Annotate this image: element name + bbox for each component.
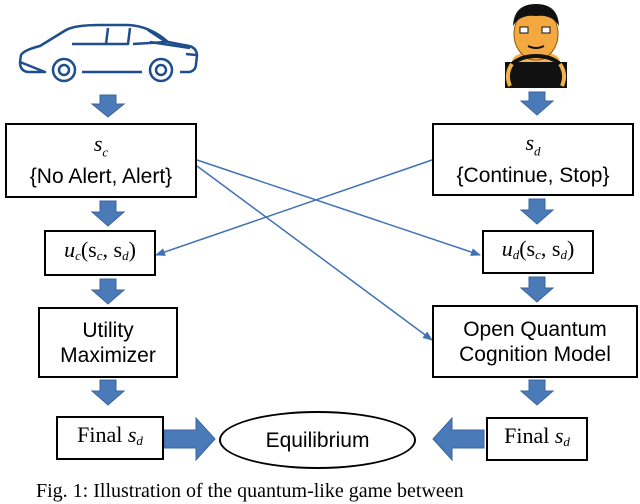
car-icon [18, 23, 199, 83]
utility-maximizer-line1: Utility [82, 318, 134, 342]
arrow-left-state-to-utility [90, 200, 126, 227]
arrow-car-to-state [90, 94, 126, 118]
arrow-left-utility-to-model [90, 278, 126, 305]
link-left-state-to-right-model [196, 165, 433, 341]
driver-state-symbol: sd [525, 129, 541, 159]
car-final-label: Final sd [77, 422, 143, 448]
utility-maximizer-box: Utility Maximizer [38, 307, 178, 378]
car-state-box: sc {No Alert, Alert} [5, 123, 197, 198]
driver-utility-expression: ud(sc, sd) [501, 236, 575, 262]
car-utility-box: uc(sc, sd) [44, 230, 156, 276]
driver-final-label: Final sd [504, 423, 570, 449]
link-left-state-to-right-utility [196, 159, 481, 256]
driver-state-values: {Continue, Stop} [456, 164, 610, 188]
arrow-right-model-to-final [519, 379, 555, 406]
arrow-right-final-to-equilibrium [432, 416, 485, 462]
arrow-left-model-to-final [90, 379, 126, 406]
arrow-left-final-to-equilibrium [163, 416, 216, 462]
arrow-right-utility-to-model [519, 276, 555, 303]
equilibrium-node: Equilibrium [219, 411, 416, 469]
car-utility-expression: uc(sc, sd) [64, 237, 136, 263]
quantum-cognition-box: Open Quantum Cognition Model [432, 305, 638, 378]
link-right-state-to-left-utility [155, 159, 433, 256]
cross-links [155, 159, 481, 341]
flow-arrows [90, 91, 555, 462]
driver-state-box: sd {Continue, Stop} [432, 123, 634, 196]
arrow-right-state-to-utility [519, 198, 555, 225]
figure-caption: Fig. 1: Illustration of the quantum-like… [36, 480, 464, 502]
car-state-values: {No Alert, Alert} [29, 165, 173, 189]
arrow-driver-to-state [519, 91, 555, 116]
utility-maximizer-line2: Maximizer [60, 343, 156, 367]
equilibrium-label: Equilibrium [265, 428, 370, 452]
car-state-symbol: sc [93, 130, 109, 160]
driver-icon [505, 4, 567, 88]
driver-final-box: Final sd [486, 417, 588, 461]
quantum-cognition-line1: Open Quantum [463, 317, 607, 341]
car-final-box: Final sd [56, 416, 164, 460]
driver-utility-box: ud(sc, sd) [482, 230, 594, 274]
quantum-cognition-line2: Cognition Model [459, 342, 611, 366]
